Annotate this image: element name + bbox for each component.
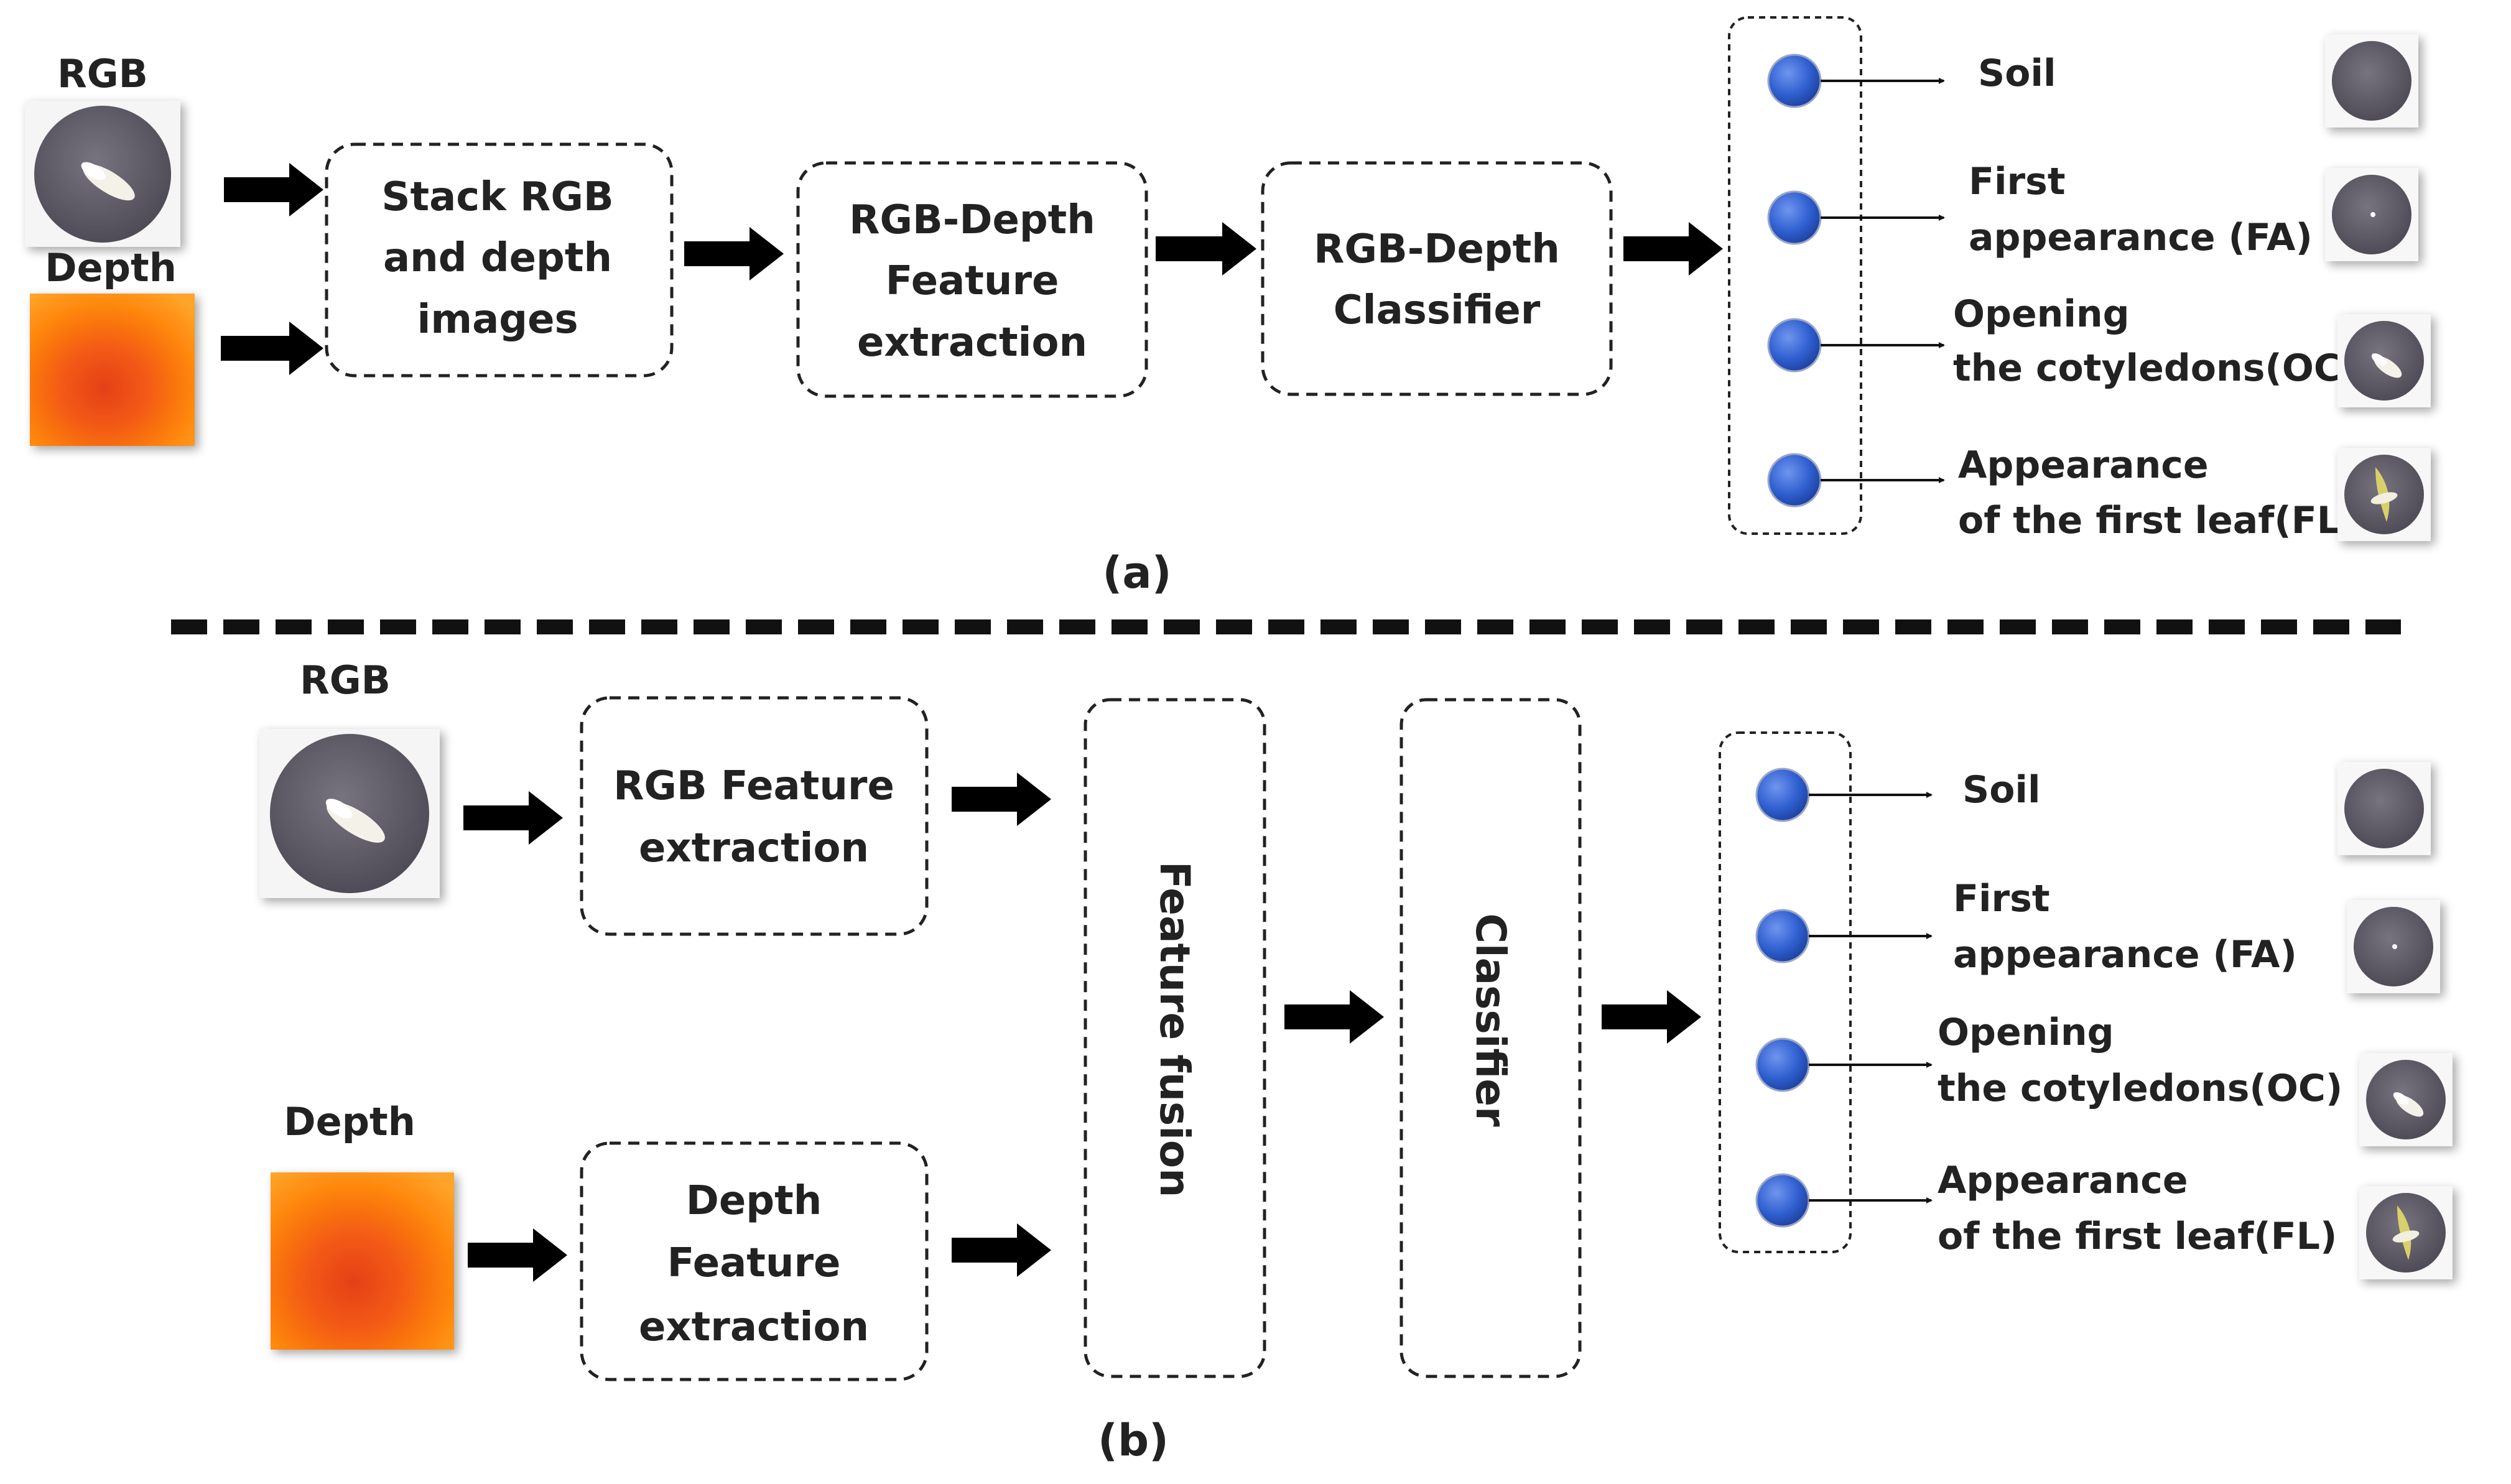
svg-text:Depth: Depth — [686, 1178, 822, 1224]
a-stack-box: Stack RGB and depth images — [325, 142, 674, 378]
b-output-label-fl-2: of the first leaf(FL) — [1938, 1215, 2337, 1258]
b-output-label-fl-1: Appearance — [1938, 1159, 2188, 1202]
a-output-label-oc-1: Opening — [1953, 292, 2130, 336]
b-output-container — [1719, 731, 1852, 1253]
a-output-label-fa-2: appearance (FA) — [1969, 216, 2313, 259]
svg-text:Classifier: Classifier — [1334, 287, 1541, 333]
svg-text:Classifier: Classifier — [1467, 913, 1515, 1126]
b-output-label-oc-1: Opening — [1938, 1011, 2114, 1054]
a-caption: (a) — [1102, 547, 1171, 598]
a-depth-thumbnail — [30, 294, 195, 446]
b-output-label-fa-1: First — [1953, 877, 2050, 921]
a-output-node-fl — [1767, 453, 1822, 508]
b-output-node-fa — [1755, 909, 1810, 963]
b-depth-feature-box: Depth Feature extraction — [580, 1141, 929, 1381]
b-arrow-classifier-to-outputs — [1602, 990, 1701, 1044]
a-output-label-fl-1: Appearance — [1958, 443, 2209, 487]
a-arrow-stack-to-feature — [684, 227, 784, 281]
svg-text:extraction: extraction — [639, 825, 869, 871]
b-arrow-depth-to-feature — [468, 1228, 567, 1282]
svg-text:RGB-Depth: RGB-Depth — [849, 197, 1095, 243]
b-rgb-feature-box: RGB Feature extraction — [580, 696, 929, 936]
b-opening-cotyledons-thumbnail — [2359, 1053, 2453, 1146]
b-output-label-soil: Soil — [1962, 768, 2041, 812]
a-output-label-soil: Soil — [1978, 52, 2056, 95]
a-first-appearance-thumbnail — [2325, 168, 2418, 261]
svg-text:Feature fusion: Feature fusion — [1151, 861, 1199, 1197]
b-first-appearance-thumbnail — [2347, 900, 2440, 993]
svg-text:extraction: extraction — [639, 1304, 869, 1350]
a-classifier-box: RGB-Depth Classifier — [1261, 161, 1613, 396]
b-soil-thumbnail — [2337, 762, 2431, 855]
b-rgb-thumbnail — [259, 729, 440, 898]
svg-text:images: images — [417, 297, 578, 343]
a-arrow-rgb-to-stack — [224, 163, 323, 216]
a-output-label-fl-2: of the first leaf(FL) — [1958, 499, 2357, 542]
svg-text:RGB-Depth: RGB-Depth — [1314, 226, 1560, 272]
a-arrow-depth-to-stack — [221, 322, 323, 375]
a-output-node-oc — [1767, 318, 1822, 373]
a-output-label-fa-1: First — [1969, 160, 2066, 203]
b-depth-thumbnail — [271, 1172, 454, 1350]
a-output-node-fa — [1767, 190, 1822, 245]
b-fusion-box: Feature fusion — [1084, 698, 1266, 1378]
b-classifier-box: Classifier — [1399, 698, 1582, 1378]
b-arrow-rgb-to-feature — [463, 791, 563, 845]
b-rgb-label: RGB — [300, 657, 391, 703]
b-depth-label: Depth — [284, 1099, 415, 1144]
b-caption: (b) — [1098, 1415, 1169, 1466]
a-arrow-feature-to-classifier — [1156, 222, 1256, 276]
a-output-label-oc-2: the cotyledons(OC) — [1953, 346, 2358, 390]
a-first-leaf-thumbnail — [2337, 448, 2431, 541]
b-arrow-rgb-to-fusion — [952, 772, 1051, 826]
svg-text:extraction: extraction — [857, 320, 1087, 366]
svg-text:Stack RGB: Stack RGB — [381, 174, 613, 220]
a-output-node-soil — [1767, 53, 1822, 108]
b-output-node-soil — [1755, 768, 1810, 822]
panel-a: RGB Depth Stack RGB and depth images RGB… — [25, 16, 2431, 598]
a-rgb-label: RGB — [57, 51, 148, 96]
b-first-leaf-thumbnail — [2359, 1186, 2453, 1279]
b-output-label-fa-2: appearance (FA) — [1953, 933, 2297, 976]
a-arrow-classifier-to-outputs — [1623, 222, 1723, 276]
a-feature-box: RGB-Depth Feature extraction — [796, 161, 1148, 398]
panel-b: RGB Depth RGB Feature extraction Depth F… — [259, 657, 2453, 1466]
b-arrow-fusion-to-classifier — [1284, 990, 1384, 1044]
b-arrow-depth-to-fusion — [952, 1223, 1051, 1277]
svg-text:and depth: and depth — [383, 235, 612, 281]
b-output-node-oc — [1755, 1037, 1810, 1092]
b-output-node-fl — [1755, 1173, 1810, 1228]
svg-text:RGB Feature: RGB Feature — [613, 763, 894, 809]
a-rgb-thumbnail — [25, 101, 180, 247]
svg-text:Feature: Feature — [886, 258, 1059, 304]
b-output-label-oc-2: the cotyledons(OC) — [1938, 1067, 2342, 1110]
a-depth-label: Depth — [45, 245, 177, 290]
a-soil-thumbnail — [2325, 34, 2418, 128]
svg-text:Feature: Feature — [667, 1240, 841, 1286]
a-opening-cotyledons-thumbnail — [2337, 314, 2431, 407]
a-output-container — [1728, 16, 1862, 535]
